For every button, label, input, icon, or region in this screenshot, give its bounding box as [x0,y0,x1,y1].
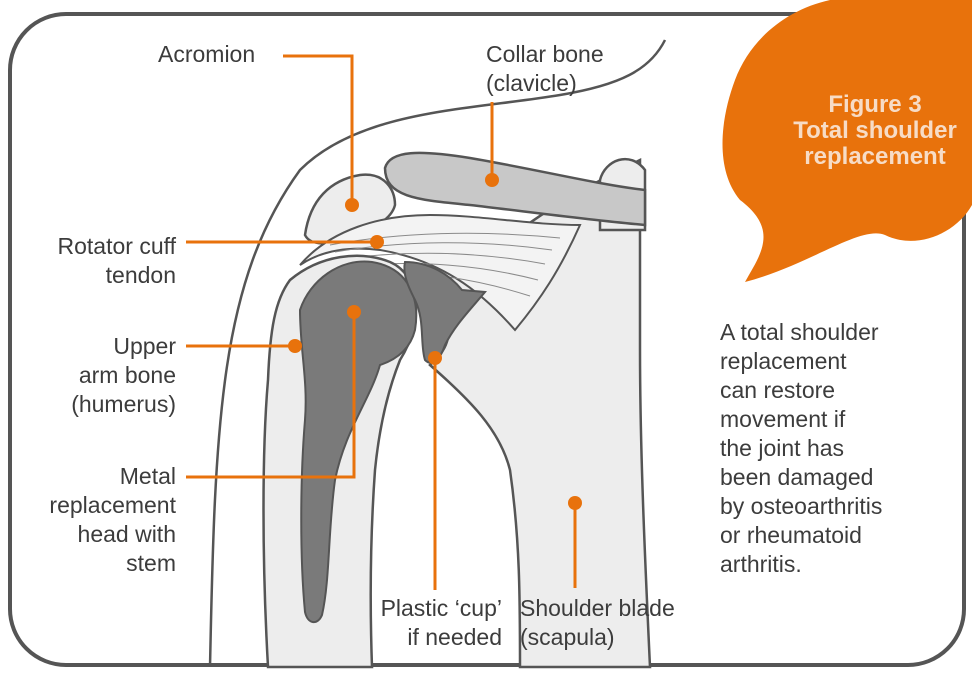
label-metal-head: Metal replacement head with stem [20,462,176,578]
dot-upper-arm [288,339,302,353]
label-shoulder-blade: Shoulder blade (scapula) [520,594,675,652]
dot-acromion [345,198,359,212]
label-collar-bone: Collar bone (clavicle) [486,40,604,98]
dot-shoulder-blade [568,496,582,510]
figure-description: A total shoulder replacement can restore… [720,318,960,579]
dot-rotator-cuff [370,235,384,249]
label-rotator-cuff: Rotator cuff tendon [20,232,176,290]
dot-plastic-cup [428,351,442,365]
dot-metal-head [347,305,361,319]
figure-title: Figure 3 Total shoulder replacement [775,92,972,170]
label-upper-arm: Upper arm bone (humerus) [20,332,176,419]
label-acromion: Acromion [158,40,255,69]
label-plastic-cup: Plastic ‘cup’ if needed [340,594,502,652]
dot-collar-bone [485,173,499,187]
